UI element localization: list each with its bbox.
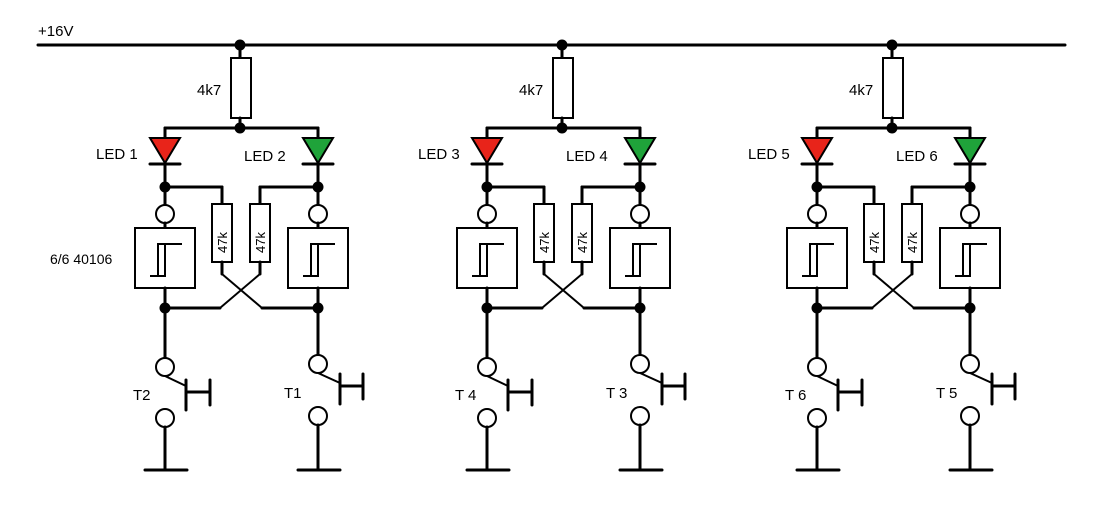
red-led-symbol xyxy=(800,137,834,165)
pullup-resistor-label: 4k7 xyxy=(197,82,221,99)
wire xyxy=(221,273,263,309)
hysteresis-icon xyxy=(472,243,504,277)
terminal-circle xyxy=(477,408,497,428)
terminal-circle xyxy=(630,406,650,426)
red-led-symbol xyxy=(470,137,504,165)
terminal-circle xyxy=(960,204,980,224)
pushbutton-right-label: T 5 xyxy=(936,385,957,402)
terminal-circle xyxy=(960,354,980,374)
led-left-label: LED 1 xyxy=(96,146,138,163)
hysteresis-icon xyxy=(955,243,987,277)
feedback-resistor-right-label: 47k xyxy=(575,232,590,253)
pushbutton-left-label: T2 xyxy=(133,387,151,404)
hysteresis-icon xyxy=(150,243,182,277)
led-right-label: LED 2 xyxy=(244,148,286,165)
pullup-resistor xyxy=(552,57,574,119)
junction-dot xyxy=(556,39,568,51)
terminal-circle xyxy=(308,204,328,224)
wire xyxy=(871,273,913,309)
pushbutton-right-label: T 3 xyxy=(606,385,627,402)
terminal-circle xyxy=(308,354,328,374)
terminal-circle xyxy=(155,357,175,377)
pushbutton-right-label: T1 xyxy=(284,385,302,402)
feedback-resistor-left-label: 47k xyxy=(867,232,882,253)
terminal-circle xyxy=(308,406,328,426)
supply-rail-label: +16V xyxy=(38,23,73,40)
wire xyxy=(543,273,585,309)
green-led-symbol xyxy=(623,137,657,165)
terminal-circle xyxy=(155,204,175,224)
hysteresis-icon xyxy=(625,243,657,277)
junction-dot xyxy=(886,39,898,51)
wire xyxy=(816,375,839,387)
junction-dot xyxy=(234,39,246,51)
terminal-circle xyxy=(630,354,650,374)
pullup-resistor-label: 4k7 xyxy=(519,82,543,99)
wire xyxy=(317,372,341,384)
terminal-circle xyxy=(477,204,497,224)
pullup-resistor xyxy=(230,57,252,119)
feedback-resistor-left-label: 47k xyxy=(537,232,552,253)
feedback-resistor-left-label: 47k xyxy=(215,232,230,253)
hysteresis-icon xyxy=(802,243,834,277)
wire xyxy=(486,375,509,387)
led-right-label: LED 4 xyxy=(566,148,608,165)
terminal-circle xyxy=(155,408,175,428)
wire xyxy=(873,273,915,309)
terminal-circle xyxy=(807,204,827,224)
terminal-circle xyxy=(630,204,650,224)
led-right-label: LED 6 xyxy=(896,148,938,165)
ic-label: 6/6 40106 xyxy=(50,251,112,267)
wire xyxy=(969,372,993,384)
wire xyxy=(541,273,583,309)
pullup-resistor xyxy=(882,57,904,119)
wire xyxy=(639,372,663,384)
terminal-circle xyxy=(477,357,497,377)
feedback-resistor-right-label: 47k xyxy=(253,232,268,253)
led-left-label: LED 5 xyxy=(748,146,790,163)
green-led-symbol xyxy=(953,137,987,165)
feedback-resistor-right-label: 47k xyxy=(905,232,920,253)
pushbutton-left-label: T 6 xyxy=(785,387,806,404)
wire xyxy=(164,375,187,387)
terminal-circle xyxy=(960,406,980,426)
green-led-symbol xyxy=(301,137,335,165)
terminal-circle xyxy=(807,357,827,377)
hysteresis-icon xyxy=(303,243,335,277)
terminal-circle xyxy=(807,408,827,428)
red-led-symbol xyxy=(148,137,182,165)
led-left-label: LED 3 xyxy=(418,146,460,163)
pullup-resistor-label: 4k7 xyxy=(849,82,873,99)
wire xyxy=(219,273,261,309)
pushbutton-left-label: T 4 xyxy=(455,387,476,404)
